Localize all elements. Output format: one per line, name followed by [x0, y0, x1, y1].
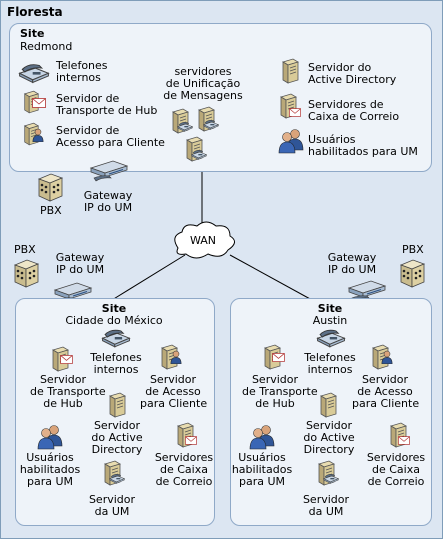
site-mexico-name: Cidade do México	[65, 314, 163, 327]
pbx-icon	[38, 173, 63, 202]
phone-icon	[177, 121, 193, 132]
pbx-icon	[14, 259, 39, 288]
site-redmond-title: Site	[20, 27, 45, 40]
mexico-pbx-label: PBX	[14, 243, 36, 256]
phone-icon	[18, 64, 50, 84]
person-icon	[32, 128, 44, 142]
users-icon	[37, 425, 63, 450]
redmond-pbx-label: PBX	[40, 204, 62, 217]
person-icon	[381, 350, 393, 364]
austin-pbx-label: PBX	[402, 243, 424, 256]
forest-title: Floresta	[7, 5, 63, 19]
users-icon	[249, 425, 275, 450]
site-austin-name: Austin	[312, 314, 348, 327]
person-icon	[170, 350, 182, 364]
envelope-icon	[289, 108, 301, 117]
phone-icon	[191, 149, 207, 160]
envelope-icon	[272, 353, 285, 362]
phone-icon	[109, 473, 125, 484]
pbx-icon	[400, 259, 425, 288]
site-redmond	[9, 23, 432, 172]
envelope-icon	[185, 436, 197, 445]
phone-icon	[101, 329, 131, 348]
phone-icon	[316, 329, 346, 348]
ad-server-icon	[320, 392, 337, 418]
phone-icon	[323, 473, 339, 484]
gateway-icon	[90, 160, 128, 182]
link-wan-austin	[229, 254, 313, 301]
envelope-icon	[60, 355, 73, 364]
site-redmond-name: Redmond	[20, 40, 73, 53]
envelope-icon	[398, 436, 410, 445]
ad-server-icon	[282, 58, 299, 84]
wan-label: WAN	[189, 234, 217, 247]
link-wan-mexico	[111, 254, 186, 301]
phone-icon	[203, 119, 219, 130]
wan-cloud	[174, 221, 235, 259]
envelope-icon	[32, 98, 46, 108]
site-austin-title: Site	[317, 302, 343, 315]
users-icon	[278, 129, 304, 154]
site-mexico-title: Site	[101, 302, 127, 315]
ad-server-icon	[109, 392, 126, 418]
